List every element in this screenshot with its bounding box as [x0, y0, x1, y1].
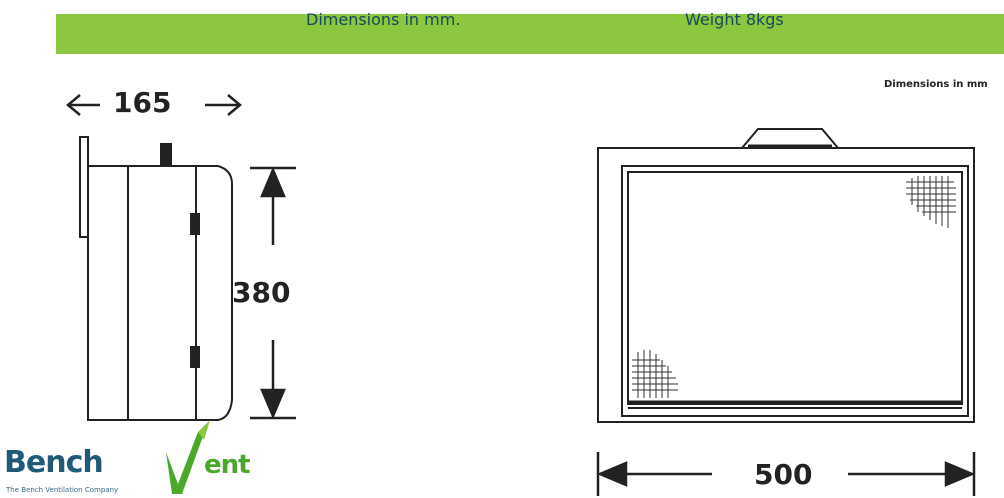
dimensions-header-label: Dimensions in mm. [306, 10, 461, 29]
width-dimension-arrows [596, 452, 976, 496]
mesh-top-right [906, 176, 956, 228]
front-dimensions-note: Dimensions in mm [884, 79, 988, 90]
side-mounting-plate [79, 136, 89, 238]
depth-dimension-arrows [66, 94, 242, 116]
side-latch-lower [190, 346, 200, 368]
width-dimension-label: 500 [754, 458, 813, 491]
side-view [79, 136, 233, 421]
side-body [87, 165, 233, 421]
weight-header-label: Weight 8kgs [685, 10, 784, 29]
side-top-knob [160, 143, 172, 165]
logo-tagline: The Bench Ventilation Company [6, 486, 119, 494]
height-dimension-label: 380 [232, 276, 291, 309]
front-window [627, 171, 963, 405]
height-dimension-arrows [250, 166, 296, 420]
front-inner-frame [621, 165, 969, 417]
depth-dimension-label: 165 [113, 86, 172, 119]
logo-word-bench: Bench [4, 445, 104, 480]
logo-word-vent: ent [204, 450, 251, 480]
side-latch-upper [190, 213, 200, 235]
header-bar [56, 14, 1004, 54]
check-v-icon [166, 420, 210, 494]
mesh-bottom-left [632, 350, 678, 398]
